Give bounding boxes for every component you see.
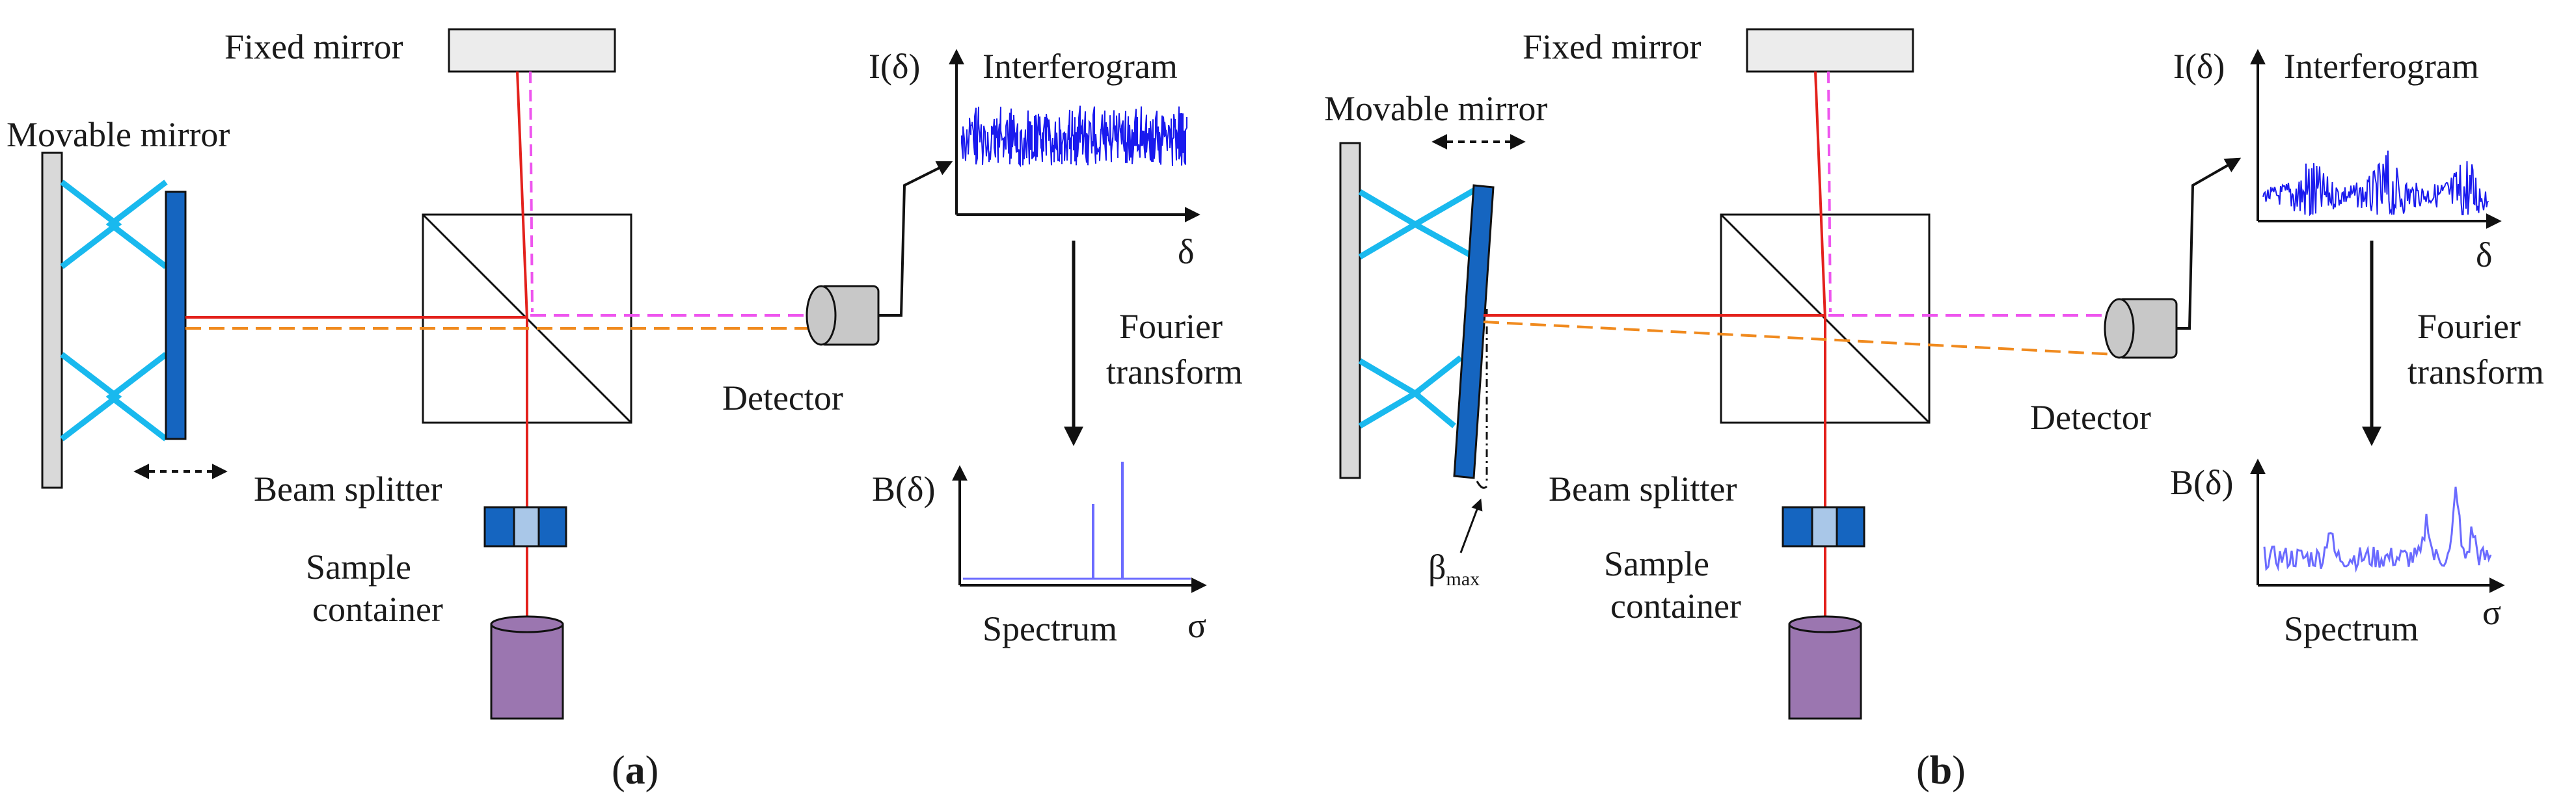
fourier-label-2: transform [1106,352,1243,391]
beta-pointer [1459,498,1483,553]
panel-b: Fixed mirror Movable mirror βmax Beam sp… [1324,27,2544,793]
spectrum-label-b: Spectrum [2284,609,2419,648]
movable-mirror-label: Movable mirror [7,115,230,154]
interferogram-y-label: I(δ) [869,47,920,86]
movable-mirror-tilted [1453,184,1495,479]
detector-label: Detector [722,378,843,417]
back-plate-b [1339,142,1361,479]
beam-fixed-return [529,71,534,313]
spectrum-x-label-b: σ [2482,593,2501,632]
light-source-top [490,615,564,633]
fixed-mirror-label: Fixed mirror [224,27,403,66]
interferogram-x-label-b: δ [2476,235,2492,274]
sample-label-2-b: container [1610,587,1741,626]
light-source [490,623,564,720]
interferogram-trace-a [961,105,1187,168]
signal-path-b [2176,157,2242,330]
interferogram-title: Interferogram [983,47,1178,86]
fourier-label-2-b: transform [2407,352,2544,391]
spring-upper-right [105,179,168,269]
sample-label-2: container [312,590,443,629]
interferogram-title-b: Interferogram [2284,47,2479,86]
detector-face-b [2104,298,2135,359]
spectrum-trace-b [2263,486,2492,573]
spring-lower [60,352,122,442]
interferogram-x-label: δ [1178,232,1194,271]
beam-to-fixed-b [1814,71,1826,319]
beam-splitter-label: Beam splitter [254,470,442,509]
beta-arc [1476,481,1488,489]
sample-label-1-b: Sample [1604,544,1709,583]
interferogram-noise-a [961,105,1187,168]
spring-upper-right-b [1409,186,1479,259]
beam-movable-return-b [1483,321,2115,356]
fixed-mirror [448,28,616,73]
beta-label: βmax [1428,548,1480,590]
spring-lower-right-b [1410,355,1463,429]
fourier-label-1-b: Fourier [2417,307,2521,346]
interferogram-trace-b [2262,150,2489,217]
panel-a-caption: (a) [612,748,658,793]
fixed-mirror-b [1746,28,1914,73]
detector-face [806,285,837,346]
beam-splitter-label-b: Beam splitter [1549,470,1737,509]
sample-label-1: Sample [306,548,411,587]
fixed-mirror-label-b: Fixed mirror [1523,27,1701,66]
spring-upper-b [1358,189,1421,259]
spring-lower-right [105,352,168,442]
beam-fixed-return-b [1827,71,1832,313]
spectrum-y-label: B(δ) [872,470,935,509]
spring-upper-inner [62,195,117,280]
interferogram-y-label-b: I(δ) [2173,47,2225,86]
beam-to-fixed [516,71,528,319]
spring-upper [60,179,122,269]
movable-mirror [165,191,187,440]
fourier-label-1: Fourier [1119,307,1223,346]
spring-lower-b [1358,358,1421,429]
signal-path [878,161,953,317]
interferogram-bursts-b [2262,150,2489,217]
spectrum-label: Spectrum [983,609,1117,648]
detector-label-b: Detector [2030,398,2151,437]
panel-b-caption: (b) [1916,748,1966,793]
panel-a: Fixed mirror Movable mirror Beam splitte… [7,27,1243,793]
light-source-b [1788,623,1862,720]
sample-cuvette-b [1811,506,1838,548]
back-plate [41,152,63,489]
spectrum-y-label-b: B(δ) [2170,463,2233,502]
light-source-top-b [1788,615,1862,633]
sample-cuvette [513,506,540,548]
movable-mirror-label-b: Movable mirror [1324,89,1547,128]
spectrum-x-label: σ [1187,606,1206,645]
